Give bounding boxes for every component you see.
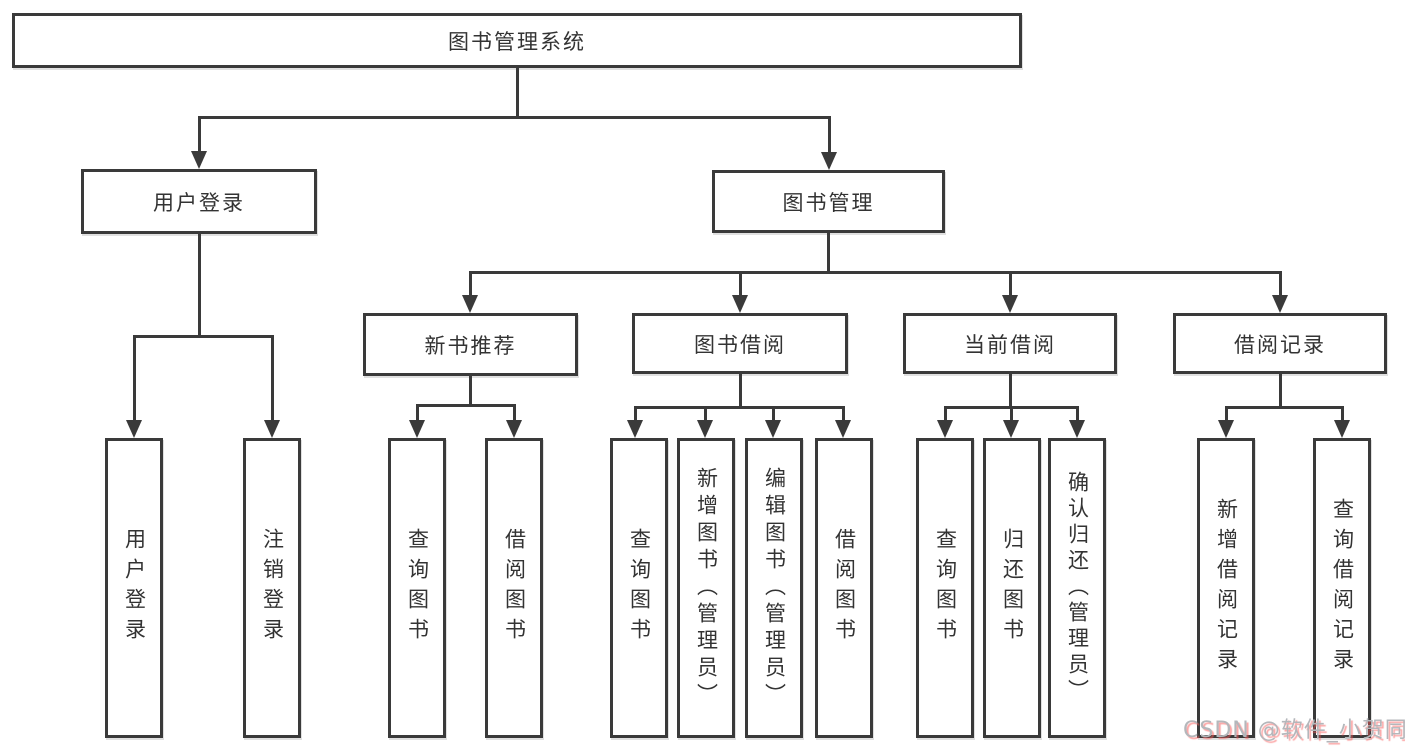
leaf-add-borrow-record: 新增借阅记录	[1197, 438, 1255, 738]
connector-arrow-leaf-add-book-admin	[697, 406, 713, 438]
connector-arrow-leaf-confirm-return-admin	[1069, 406, 1085, 438]
connector-book-management-stem	[827, 231, 830, 273]
node-label: 图书管理系统	[448, 29, 586, 54]
node-label: 查询图书	[405, 528, 430, 648]
node-label: 查询图书	[627, 528, 652, 648]
node-label: 新书推荐	[424, 333, 517, 358]
connector-arrow-leaf-user-login	[126, 335, 142, 438]
connector-arrow-leaf-edit-book-admin	[765, 406, 781, 438]
node-label: 归还图书	[1000, 528, 1025, 648]
leaf-query-book-borrow: 查询图书	[610, 438, 668, 738]
node-label: 借阅图书	[502, 528, 527, 648]
node-label: 用户登录	[153, 190, 245, 215]
leaf-query-book-recommend: 查询图书	[388, 438, 446, 738]
node-label: 查询借阅记录	[1330, 498, 1355, 678]
connector-borrow-records-stem	[1279, 372, 1282, 408]
connector-arrow-leaf-borrow-book-recommend	[506, 404, 522, 438]
node-user-login: 用户登录	[81, 169, 317, 234]
connector-arrow-new-book-recommend	[462, 271, 478, 313]
node-current-borrow: 当前借阅	[903, 313, 1117, 374]
node-label: 用户登录	[122, 528, 147, 648]
node-label: 图书借阅	[694, 332, 786, 357]
connector-arrow-leaf-borrow-book	[835, 406, 851, 438]
node-label: 借阅图书	[832, 528, 857, 648]
connector-new-book-recommend-split	[416, 404, 516, 407]
connector-new-book-recommend-stem	[469, 374, 472, 407]
connector-arrow-leaf-add-borrow-record	[1218, 406, 1234, 438]
node-new-book-recommend: 新书推荐	[363, 313, 578, 376]
connector-arrow-leaf-query-borrow-record	[1334, 406, 1350, 438]
leaf-query-book-current: 查询图书	[916, 438, 974, 738]
node-borrow-records: 借阅记录	[1173, 313, 1387, 374]
leaf-add-book-admin: 新增图书（管理员）	[677, 438, 735, 738]
node-book-management: 图书管理	[712, 170, 945, 233]
connector-current-borrow-stem	[1009, 372, 1012, 408]
connector-user-login-stem	[198, 232, 201, 338]
connector-book-borrow-stem	[739, 372, 742, 408]
connector-arrow-book-management	[821, 116, 837, 170]
connector-user-login-split	[133, 335, 274, 338]
connector-arrow-leaf-query-book-recommend	[409, 404, 425, 438]
node-label: 借阅记录	[1234, 332, 1326, 357]
leaf-borrow-book-recommend: 借阅图书	[485, 438, 543, 738]
connector-arrow-leaf-logout	[264, 335, 280, 438]
connector-borrow-records-split	[1225, 406, 1344, 409]
node-label: 注销登录	[260, 528, 285, 648]
node-label: 编辑图书（管理员）	[762, 466, 787, 710]
node-book-borrow: 图书借阅	[632, 313, 848, 374]
leaf-borrow-book: 借阅图书	[815, 438, 873, 738]
connector-book-borrow-split	[634, 406, 844, 409]
leaf-query-borrow-record: 查询借阅记录	[1313, 438, 1371, 738]
connector-level2-split	[198, 116, 831, 119]
leaf-edit-book-admin: 编辑图书（管理员）	[745, 438, 803, 738]
leaf-user-login: 用户登录	[105, 438, 163, 738]
connector-arrow-leaf-query-book-current	[937, 406, 953, 438]
connector-arrow-user-login	[191, 116, 207, 169]
node-root-book-management-system: 图书管理系统	[12, 13, 1022, 68]
node-label: 图书管理	[782, 190, 875, 215]
connector-arrow-current-borrow	[1002, 271, 1018, 313]
node-label: 新增借阅记录	[1214, 498, 1239, 678]
connector-arrow-leaf-return-book	[1003, 406, 1019, 438]
leaf-confirm-return-admin: 确认归还（管理员）	[1048, 438, 1106, 738]
leaf-logout: 注销登录	[243, 438, 301, 738]
connector-root-stem	[516, 66, 519, 118]
node-label: 确认归还（管理员）	[1065, 471, 1090, 705]
node-label: 新增图书（管理员）	[694, 466, 719, 710]
connector-arrow-leaf-query-book-borrow	[627, 406, 643, 438]
leaf-return-book: 归还图书	[983, 438, 1041, 738]
csdn-watermark: CSDN @软件_小贺同学	[1183, 718, 1405, 743]
connector-level3-split	[469, 271, 1282, 274]
node-label: 当前借阅	[964, 332, 1056, 357]
connector-arrow-book-borrow	[732, 271, 748, 313]
node-label: 查询图书	[933, 528, 958, 648]
connector-arrow-borrow-records	[1272, 271, 1288, 313]
